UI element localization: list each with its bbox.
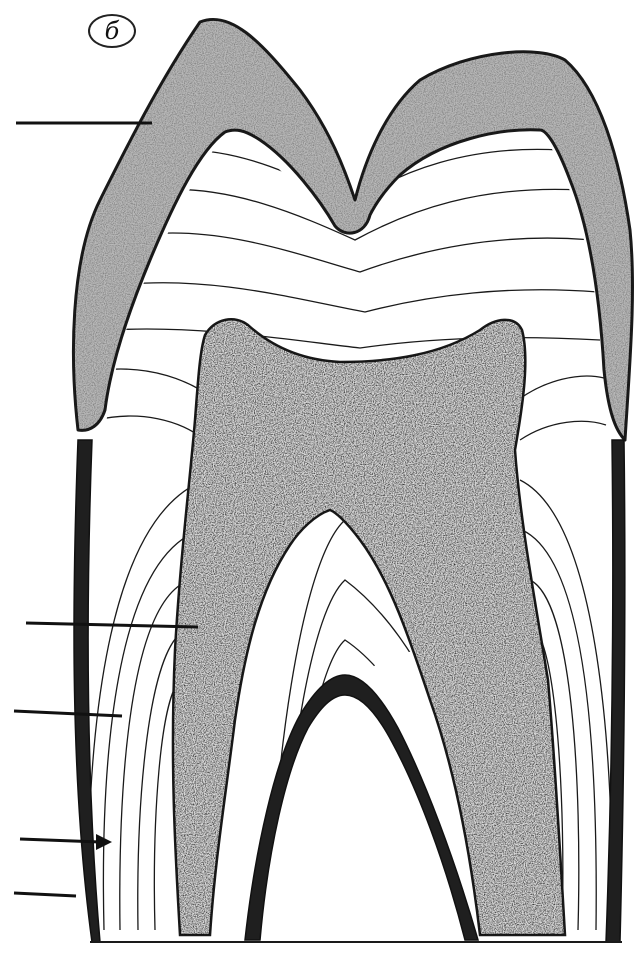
cementum-pointer <box>14 893 76 896</box>
panel-label: б <box>88 14 136 48</box>
